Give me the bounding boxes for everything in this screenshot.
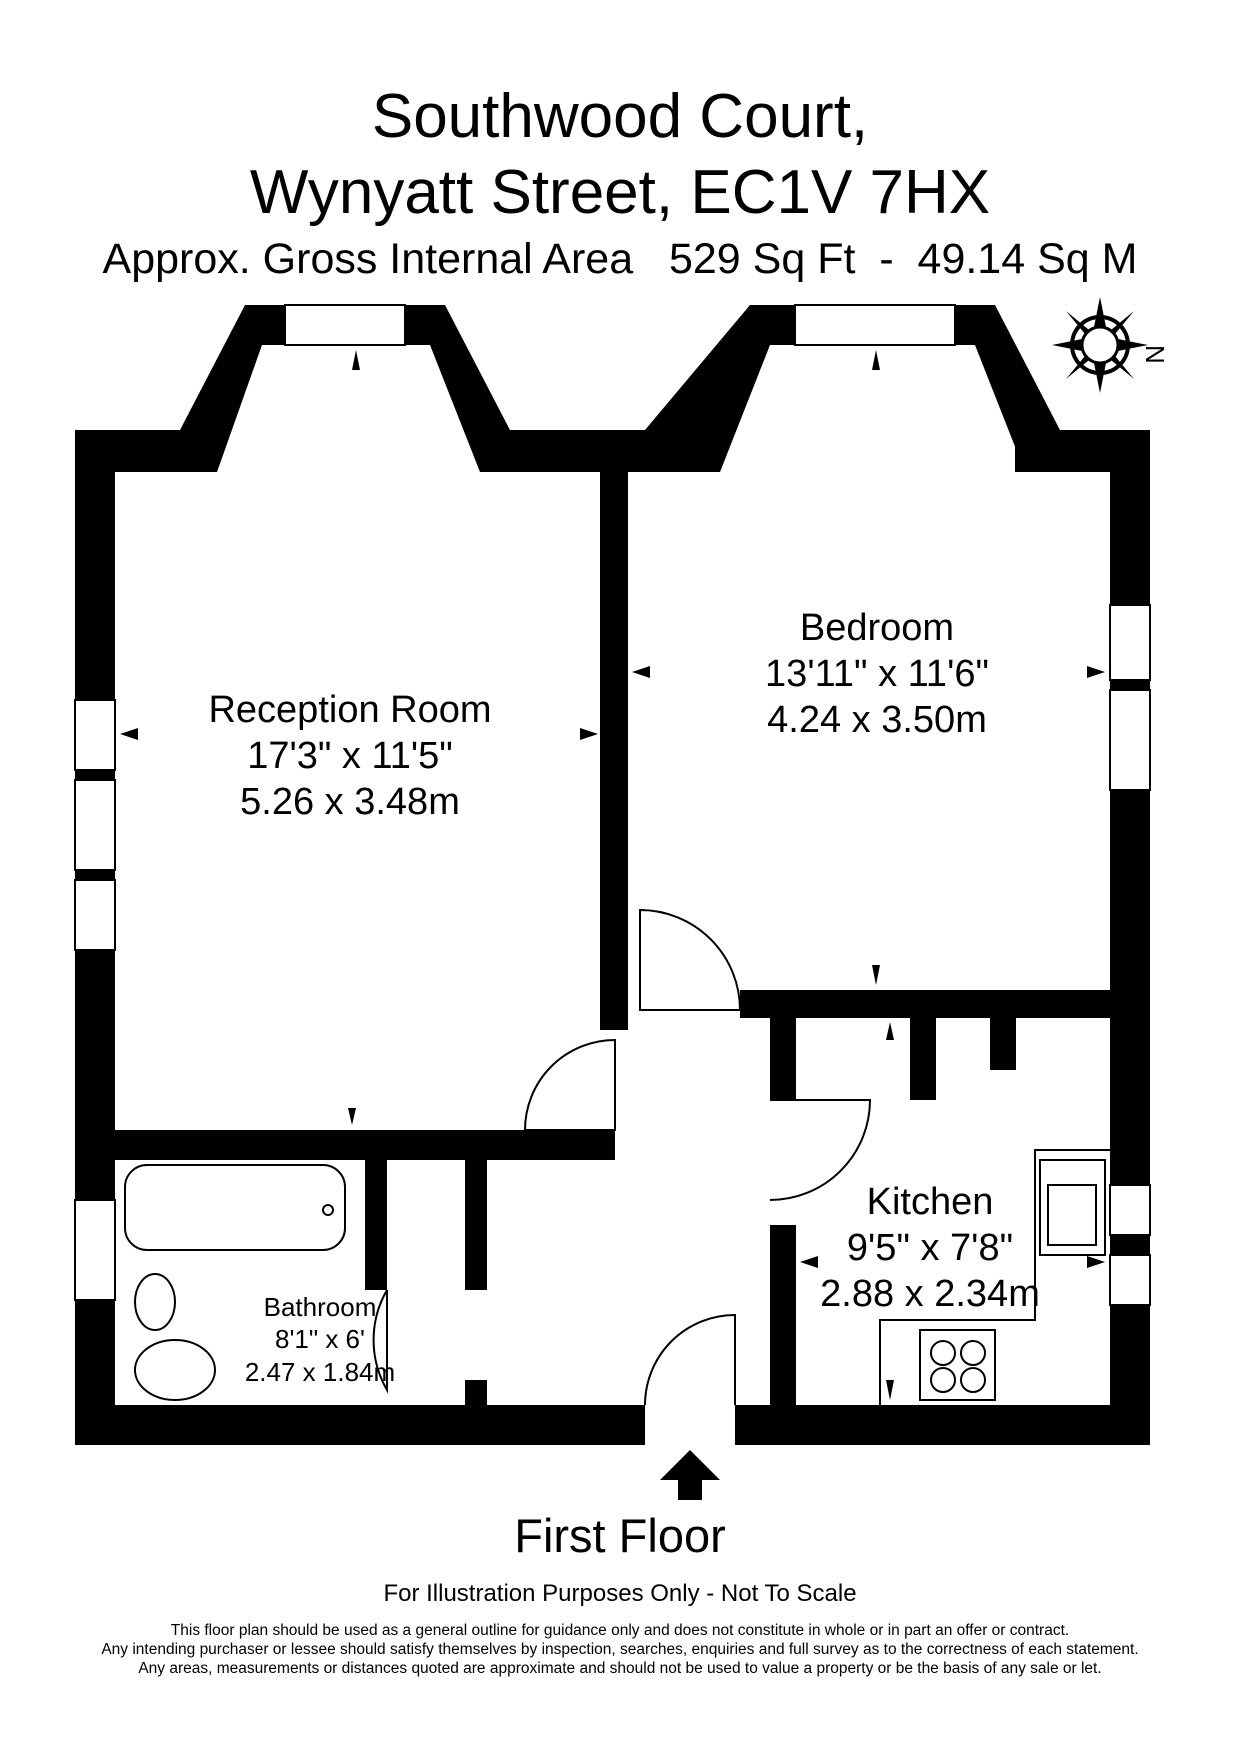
arrow-reception-left bbox=[120, 728, 138, 740]
reception-name: Reception Room bbox=[208, 689, 491, 731]
arrow-reception-top bbox=[352, 350, 360, 370]
disclaimer-line-2: Any intending purchaser or lessee should… bbox=[101, 1641, 1139, 1658]
arrow-bedroom-top bbox=[872, 350, 880, 370]
arrow-kitchen-top bbox=[886, 1022, 894, 1040]
disclaimer-line-1: This floor plan should be used as a gene… bbox=[170, 1622, 1070, 1639]
wall-bathroom-right bbox=[465, 1380, 487, 1410]
worktop bbox=[879, 1149, 1110, 1405]
doors bbox=[372, 908, 872, 1406]
fixtures bbox=[124, 1149, 1110, 1405]
window-bedroom-right-2 bbox=[1109, 689, 1151, 791]
sink-bowl bbox=[1047, 1184, 1097, 1246]
toilet bbox=[134, 1339, 216, 1401]
window-reception-left-2 bbox=[74, 779, 116, 871]
wall-cupboard-2 bbox=[465, 1130, 487, 1290]
wall-cupboard-1 bbox=[365, 1130, 387, 1290]
window-bathroom-left bbox=[74, 1199, 116, 1301]
disclaimer-line-3: Any areas, measurements or distances quo… bbox=[138, 1660, 1102, 1677]
basin bbox=[134, 1273, 176, 1331]
bay-reception-left bbox=[180, 305, 285, 472]
wall-reception-bottom bbox=[75, 1130, 615, 1160]
bedroom-metric: 4.24 x 3.50m bbox=[767, 699, 987, 741]
bedroom-name: Bedroom bbox=[800, 607, 954, 649]
bath bbox=[124, 1164, 346, 1251]
wall-bottom-left bbox=[75, 1405, 645, 1445]
window-reception-left-3 bbox=[74, 879, 116, 951]
floor-title: First Floor bbox=[514, 1509, 726, 1562]
wall-bottom-right bbox=[735, 1405, 1150, 1445]
bay-bedroom-left bbox=[645, 305, 795, 472]
bathroom-imperial: 8'1" x 6' bbox=[275, 1324, 365, 1354]
door-kitchen bbox=[769, 1099, 872, 1201]
hob-ring-1 bbox=[930, 1340, 956, 1366]
wall-kitchen-cupboard-1 bbox=[910, 1010, 936, 1100]
wall-kitchen-cupboard-2 bbox=[990, 1010, 1016, 1070]
wall-kitchen-left-lower bbox=[770, 1225, 796, 1435]
bay-reception-right bbox=[405, 305, 510, 472]
bathroom-metric: 2.47 x 1.84m bbox=[245, 1357, 395, 1387]
bay-bedroom-right bbox=[955, 305, 1060, 472]
compass-centre bbox=[1080, 325, 1120, 365]
arrow-reception-bottom bbox=[348, 1108, 356, 1125]
bathroom-name: Bathroom bbox=[264, 1292, 377, 1322]
wall-kitchen-left bbox=[770, 1010, 796, 1100]
arrow-bedroom-right bbox=[1087, 666, 1105, 678]
hob-ring-4 bbox=[960, 1367, 986, 1393]
bedroom-imperial: 13'11" x 11'6" bbox=[765, 653, 989, 695]
door-bedroom bbox=[639, 908, 742, 1011]
arrow-reception-right bbox=[580, 728, 598, 740]
window-kitchen-right-1 bbox=[1109, 1184, 1151, 1236]
windows bbox=[74, 304, 1151, 1306]
walls bbox=[75, 305, 1150, 1445]
sink-unit bbox=[1039, 1159, 1106, 1256]
illustration-note: For Illustration Purposes Only - Not To … bbox=[383, 1580, 857, 1607]
title-line-1: Southwood Court, bbox=[371, 82, 869, 151]
reception-imperial: 17'3" x 11'5" bbox=[247, 735, 453, 777]
reception-metric: 5.26 x 3.48m bbox=[240, 781, 460, 823]
hob-ring-2 bbox=[960, 1340, 986, 1366]
window-bedroom-right-1 bbox=[1109, 604, 1151, 681]
compass-north-label: N bbox=[1140, 345, 1170, 364]
arrow-bedroom-left bbox=[632, 666, 650, 678]
door-reception bbox=[523, 1038, 616, 1131]
disclaimer: This floor plan should be used as a gene… bbox=[0, 1621, 1240, 1678]
gross-internal-area: Approx. Gross Internal Area 529 Sq Ft - … bbox=[102, 235, 1138, 283]
dimension-arrows bbox=[120, 350, 1105, 1500]
room-labels: Reception Room 17'3" x 11'5" 5.26 x 3.48… bbox=[208, 607, 1039, 1387]
door-entrance bbox=[644, 1313, 736, 1406]
kitchen-name: Kitchen bbox=[867, 1181, 994, 1223]
window-kitchen-right-2 bbox=[1109, 1254, 1151, 1306]
window-bay-reception bbox=[284, 304, 406, 346]
kitchen-imperial: 9'5" x 7'8" bbox=[847, 1227, 1013, 1269]
hob bbox=[919, 1329, 996, 1401]
entrance-arrow bbox=[660, 1450, 720, 1500]
bath-plug bbox=[322, 1204, 334, 1216]
arrow-kitchen-right bbox=[1087, 1256, 1105, 1268]
compass: N bbox=[1052, 297, 1170, 393]
kitchen-metric: 2.88 x 2.34m bbox=[820, 1273, 1040, 1315]
window-reception-left-1 bbox=[74, 699, 116, 771]
window-bay-bedroom bbox=[794, 304, 956, 346]
hob-ring-3 bbox=[930, 1367, 956, 1393]
arrow-kitchen-bottom bbox=[886, 1380, 894, 1400]
title-line-2: Wynyatt Street, EC1V 7HX bbox=[249, 158, 991, 227]
arrow-bedroom-bottom bbox=[872, 965, 880, 985]
door-bathroom bbox=[372, 1289, 388, 1394]
arrow-kitchen-left bbox=[800, 1256, 818, 1268]
wall-middle bbox=[600, 470, 628, 1030]
